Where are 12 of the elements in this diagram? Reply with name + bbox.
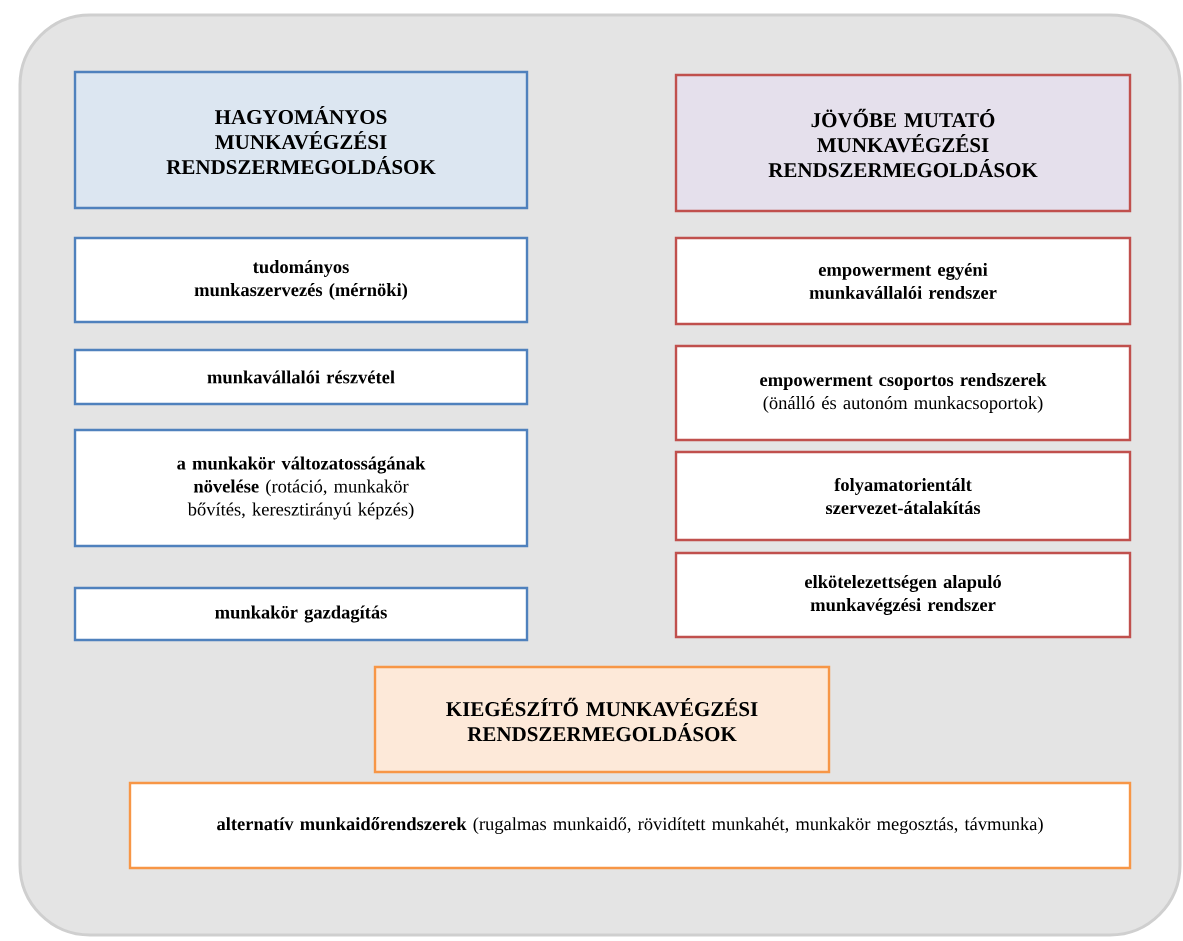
item-box: munkavállalói részvétel [73, 348, 529, 406]
item-box: a munkakör változatosságának növelése (rotáció, munkakör bővítés, keresztirányú képzés) [73, 428, 529, 548]
item-box: tudományos munkaszervezés (mérnöki) [73, 236, 529, 324]
item-box: empowerment csoportos rendszerek (önálló és autonóm munkacsoportok) [674, 344, 1132, 442]
category-heading-box: KIEGÉSZÍTŐ MUNKAVÉGZÉSI RENDSZERMEGOLDÁSOK [373, 665, 831, 774]
item-box: munkakör gazdagítás [73, 586, 529, 642]
item-box: elkötelezettségen alapuló munkavégzési rendszer [674, 551, 1132, 639]
category-heading-box: HAGYOMÁNYOS MUNKAVÉGZÉSI RENDSZERMEGOLDÁSOK [73, 70, 529, 210]
category-heading-box: JÖVŐBE MUTATÓ MUNKAVÉGZÉSI RENDSZERMEGOLDÁSOK [674, 73, 1132, 213]
item-box: alternatív munkaidőrendszerek (rugalmas munkaidő, rövidített munkahét, munkakör megosztás, távmunka) [128, 781, 1132, 870]
item-box: empowerment egyéni munkavállalói rendszer [674, 236, 1132, 326]
item-box: folyamatorientált szervezet-átalakítás [674, 450, 1132, 542]
